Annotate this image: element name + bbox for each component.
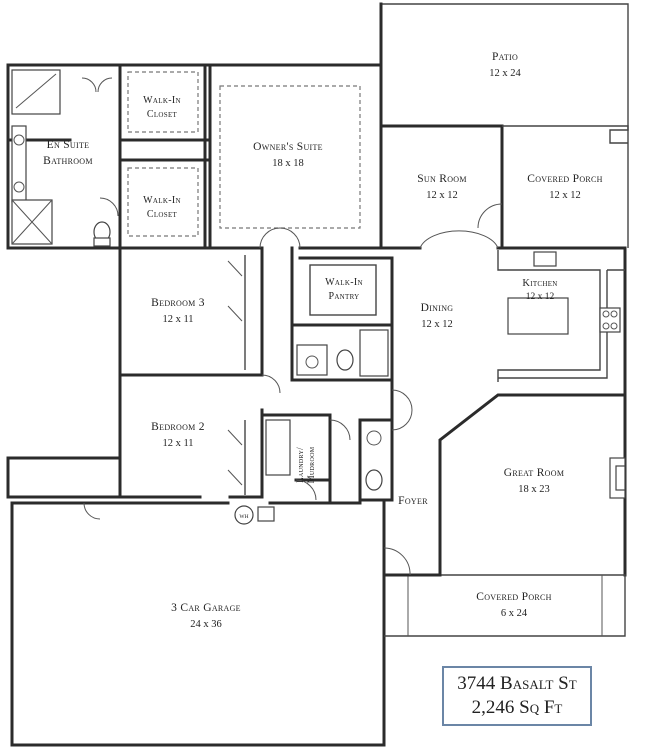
bedroom2-label: Bedroom 2 (151, 421, 205, 433)
sun-room-dims: 12 x 12 (426, 190, 458, 201)
closet-shelf (127, 71, 199, 133)
vanity-icon (296, 344, 328, 376)
great-room-dims: 18 x 23 (518, 484, 550, 495)
closet-bottom-label-2: Closet (147, 209, 178, 220)
sun-room-label: Sun Room (417, 173, 467, 185)
sink-icon (305, 355, 319, 369)
garage-label: 3 Car Garage (171, 602, 241, 614)
covered-porch-front-dims: 6 x 24 (501, 608, 528, 619)
en-suite-label: En Suite (47, 139, 90, 151)
foyer-label: Foyer (398, 495, 428, 507)
pantry-shelf (309, 264, 377, 316)
vanity-icon (11, 125, 27, 203)
toilet-icon (365, 469, 383, 491)
covered-porch-back-dims: 12 x 12 (549, 190, 581, 201)
tray-ceiling (219, 85, 361, 229)
door-swing (261, 374, 281, 394)
closet-shelf (127, 167, 199, 237)
sink-icon (366, 430, 382, 446)
laundry-label-2: Mudroom (306, 446, 316, 483)
great-room-label: Great Room (504, 467, 565, 479)
mechanical-icon (257, 506, 275, 522)
bedroom2-dims: 12 x 11 (162, 438, 193, 449)
water-heater-label: WH (239, 514, 248, 520)
pantry-label: Walk-In (325, 277, 363, 288)
door-swing (295, 479, 317, 501)
range-icon (599, 307, 621, 333)
room-labels: Patio 12 x 24 Owner's Suite 18 x 18 Walk… (43, 51, 603, 630)
archway (419, 230, 499, 249)
kitchen-label: Kitchen (522, 278, 557, 289)
laundry-label: Laundry/ (295, 447, 305, 483)
dining-label: Dining (421, 302, 454, 314)
interior-walls (6, 63, 627, 577)
dining-dims: 12 x 12 (421, 319, 453, 330)
fixtures (11, 69, 626, 525)
kitchen-sink-icon (533, 251, 557, 267)
owners-suite-label: Owner's Suite (253, 141, 323, 153)
entry-door-swing (383, 547, 411, 576)
sink-icon (13, 181, 25, 193)
pantry-label-2: Pantry (328, 291, 359, 302)
bedroom3-label: Bedroom 3 (151, 297, 205, 309)
patio-label: Patio (492, 51, 518, 63)
exterior-walls (6, 2, 629, 747)
owners-suite-dims: 18 x 18 (272, 158, 304, 169)
water-heater-icon (234, 505, 254, 525)
door-swing (83, 502, 101, 520)
closet-top-label: Walk-In (143, 95, 181, 106)
covered-porch-back-label: Covered Porch (527, 173, 603, 185)
covered-porch-front-label: Covered Porch (476, 591, 552, 603)
archway (391, 389, 413, 431)
address-box: 3744 Basalt St 2,246 Sq Ft (442, 666, 592, 726)
closet-bottom-label: Walk-In (143, 195, 181, 206)
address-line: 3744 Basalt St (457, 673, 577, 694)
washer-dryer-icon (265, 419, 291, 476)
sink-icon (13, 134, 25, 146)
square-footage: 2,246 Sq Ft (471, 697, 563, 718)
door-swing (259, 227, 301, 249)
toilet-icon (336, 349, 354, 371)
door-swing (99, 197, 119, 217)
en-suite-label-2: Bathroom (43, 155, 93, 167)
kitchen-island (507, 297, 569, 335)
door-swing (81, 77, 113, 93)
patio-dims: 12 x 24 (489, 68, 521, 79)
kitchen-dims: 12 x 12 (526, 292, 555, 302)
closet-bifold (227, 260, 243, 486)
closet-top-label-2: Closet (147, 109, 178, 120)
doors (81, 77, 503, 576)
door-swing (329, 419, 351, 441)
door-swing (477, 203, 503, 229)
garage-dims: 24 x 36 (190, 619, 222, 630)
bathtub-icon (359, 329, 389, 377)
bedroom3-dims: 12 x 11 (162, 314, 193, 325)
